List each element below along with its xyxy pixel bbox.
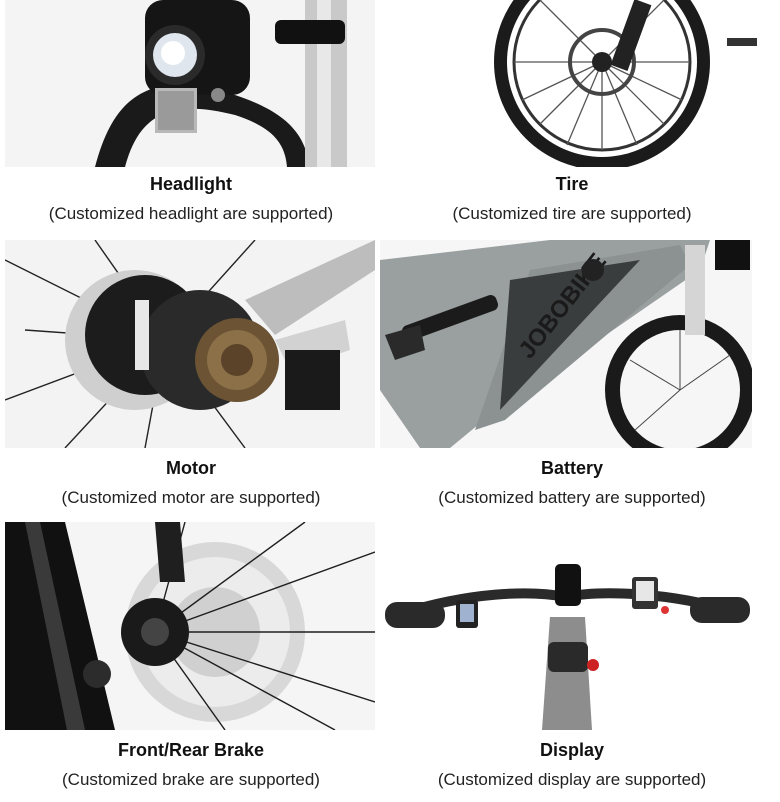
feature-title: Tire — [555, 174, 589, 194]
feature-card-motor: Motor (Customized motor are supported) — [0, 240, 382, 522]
display-photo — [380, 522, 752, 730]
tire-photo — [387, 0, 757, 167]
feature-caption: (Customized display are supported) — [437, 770, 707, 789]
feature-caption: (Customized battery are supported) — [438, 488, 706, 507]
feature-card-brake: Front/Rear Brake (Customized brake are s… — [0, 522, 382, 802]
motor-photo — [5, 240, 375, 448]
feature-caption: (Customized headlight are supported) — [48, 204, 334, 223]
feature-caption: (Customized tire are supported) — [452, 204, 692, 223]
feature-caption: (Customized brake are supported) — [62, 770, 320, 789]
feature-card-tire: Tire (Customized tire are supported) — [382, 0, 762, 240]
feature-caption: (Customized motor are supported) — [61, 488, 321, 507]
feature-card-battery: JOBOBIKE Battery (Customized battery are… — [380, 240, 762, 522]
brake-photo — [5, 522, 375, 730]
feature-title: Front/Rear Brake — [117, 740, 265, 760]
headlight-photo — [5, 0, 375, 167]
feature-card-headlight: Headlight (Customized headlight are supp… — [0, 0, 382, 240]
feature-title: Motor — [166, 458, 216, 478]
battery-photo: JOBOBIKE — [380, 240, 752, 448]
feature-title: Display — [539, 740, 605, 760]
feature-card-display: Display (Customized display are supporte… — [380, 522, 762, 802]
feature-title: Battery — [540, 458, 604, 478]
feature-title: Headlight — [149, 174, 232, 194]
